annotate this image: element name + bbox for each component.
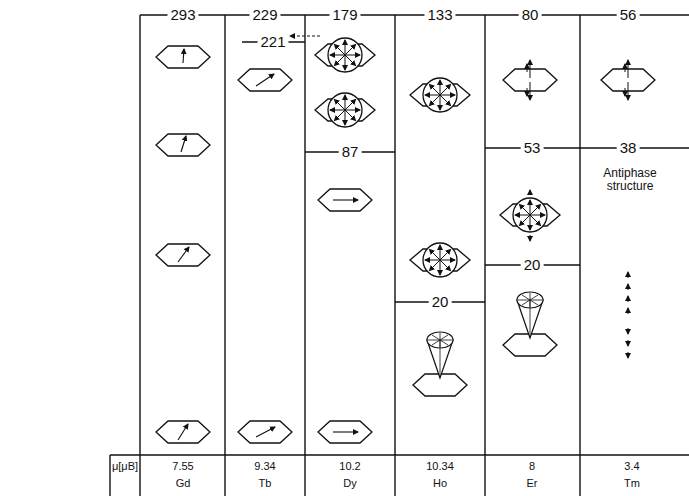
- element-name: Tb: [259, 477, 272, 489]
- element-name: Ho: [433, 477, 447, 489]
- temperature: 229: [249, 7, 280, 24]
- moment-value: 9.34: [254, 460, 275, 472]
- temperature: 56: [617, 7, 640, 24]
- moment-value: 7.55: [172, 460, 193, 472]
- temperature: 293: [167, 7, 198, 24]
- temperature: 20: [521, 257, 544, 274]
- temperature: 179: [329, 7, 360, 24]
- element-name: Gd: [176, 477, 191, 489]
- temperature: 133: [424, 7, 455, 24]
- structure-note: Antiphase structure: [594, 167, 666, 193]
- temperature: 221: [257, 34, 288, 51]
- temperature: 38: [617, 140, 640, 157]
- moment-value: 10.34: [426, 460, 454, 472]
- moment-value: 8: [529, 460, 535, 472]
- element-name: Er: [527, 477, 538, 489]
- moment-value: 10.2: [339, 460, 360, 472]
- temperature: 53: [521, 140, 544, 157]
- temperature: 20: [429, 294, 452, 311]
- temperature: 87: [339, 144, 362, 161]
- temperature: 80: [519, 7, 542, 24]
- element-name: Tm: [624, 477, 640, 489]
- element-name: Dy: [343, 477, 356, 489]
- moment-value: 3.4: [624, 460, 639, 472]
- table-header: μ[μB]: [112, 460, 138, 472]
